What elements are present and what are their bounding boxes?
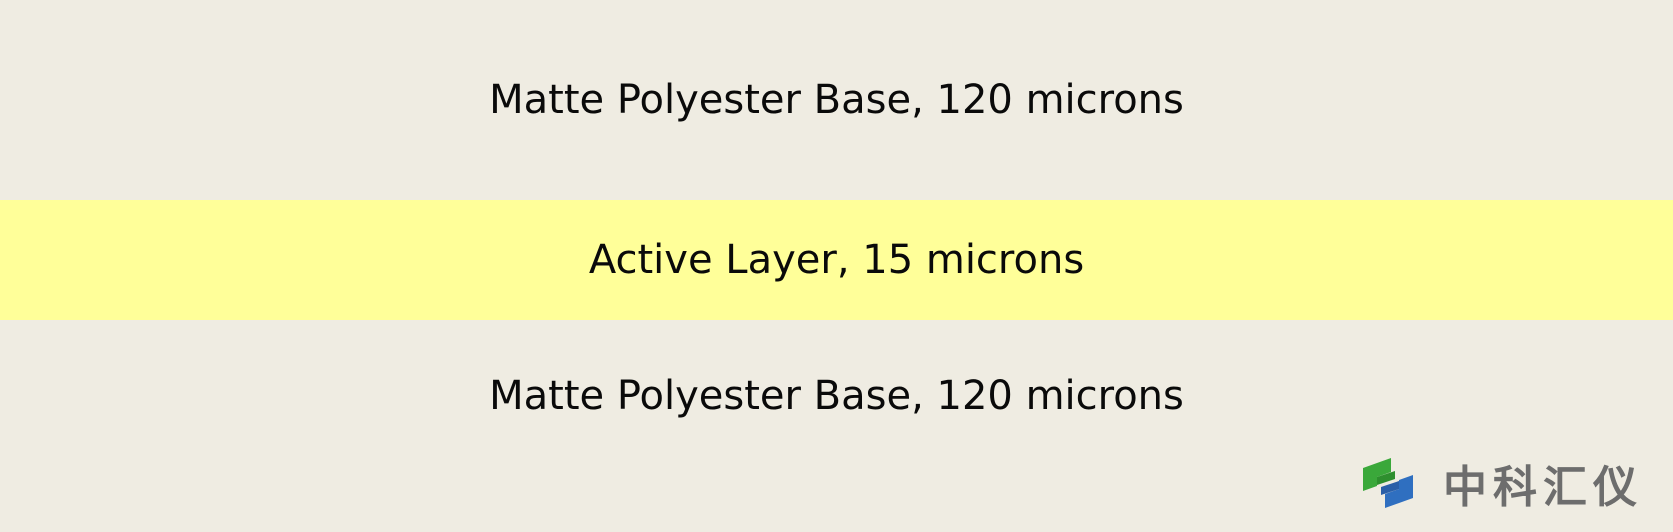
top-base-layer-label: Matte Polyester Base, 120 microns [489, 77, 1184, 123]
watermark: 中科汇仪 [1355, 448, 1665, 518]
watermark-text: 中科汇仪 [1443, 462, 1643, 513]
top-base-layer: Matte Polyester Base, 120 microns [0, 0, 1673, 200]
active-layer-label: Active Layer, 15 microns [588, 237, 1085, 283]
active-layer: Active Layer, 15 microns [0, 200, 1673, 320]
bottom-base-layer: Matte Polyester Base, 120 microns [0, 320, 1673, 532]
zhongke-logo-icon [1363, 458, 1413, 508]
bottom-base-layer-label: Matte Polyester Base, 120 microns [489, 373, 1184, 419]
